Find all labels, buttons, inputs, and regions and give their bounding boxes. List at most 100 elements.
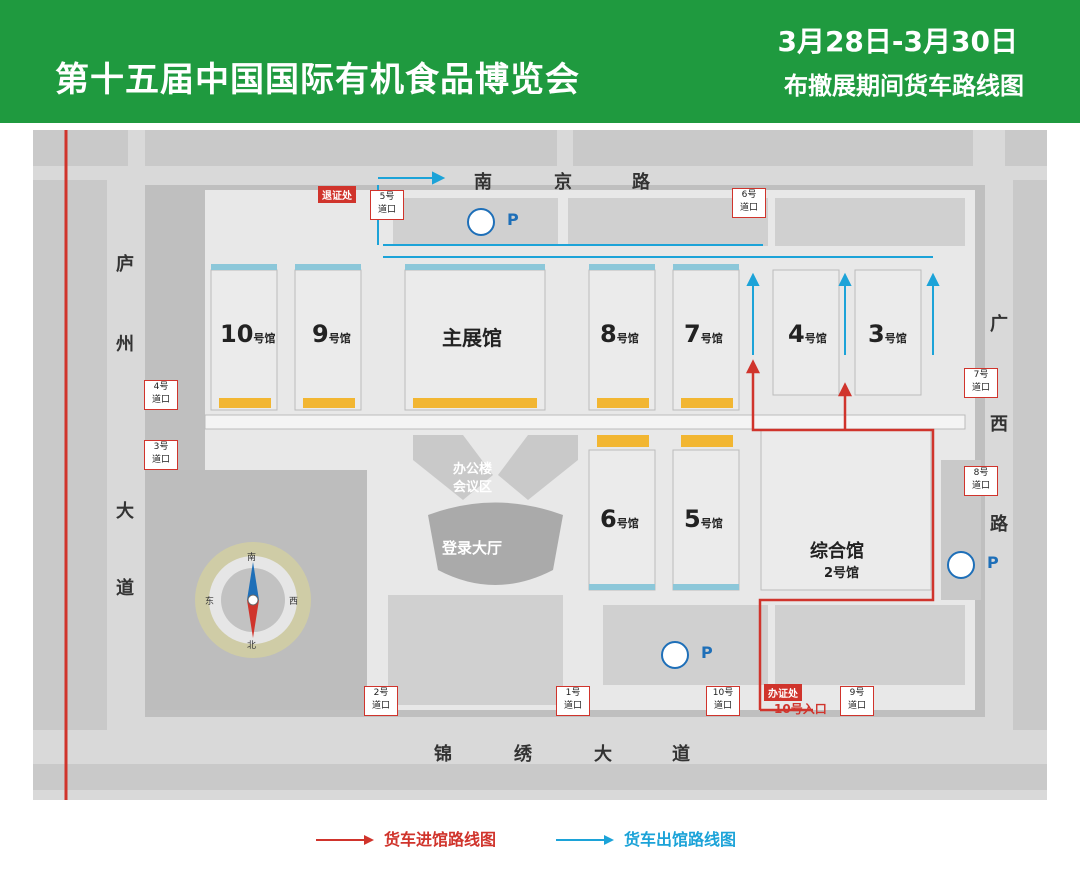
- office-wing-left: [413, 435, 493, 500]
- parking-east: [947, 551, 975, 579]
- booth-strip: [673, 264, 739, 270]
- block-south: [33, 764, 1047, 790]
- gate-6: 6号道口: [732, 188, 766, 218]
- booth-strip: [597, 398, 649, 408]
- street-north-3: 路: [632, 172, 650, 193]
- hall-5: [672, 449, 740, 591]
- parking-east-label: P: [987, 553, 999, 572]
- parking-north-label: P: [507, 210, 519, 229]
- compass-north: 北: [247, 641, 257, 651]
- street-west-1: 庐: [116, 254, 134, 275]
- booth-strip: [413, 398, 537, 408]
- lot-parking-south: [603, 605, 768, 685]
- venue-map: P P P 南 北 东 西: [33, 130, 1047, 800]
- map-subtitle: 布撤展期间货车路线图: [784, 72, 1024, 100]
- street-south-4: 道: [672, 744, 690, 765]
- arrow-head: [746, 272, 760, 286]
- booth-strip: [589, 584, 655, 590]
- block-north-right: [573, 130, 973, 166]
- legend-out-label: 货车出馆路线图: [624, 830, 737, 849]
- street-west-4: 道: [116, 578, 134, 599]
- header-banner: 第十五届中国国际有机食品博览会 3月28日-3月30日 布撤展期间货车路线图: [0, 0, 1080, 123]
- lobby-label: 登录大厅: [442, 539, 503, 557]
- event-date: 3月28日-3月30日: [777, 25, 1018, 58]
- lot-south-east: [775, 605, 965, 685]
- street-south-2: 绣: [514, 744, 532, 765]
- arrow-head: [837, 382, 853, 397]
- hall-6: [588, 449, 656, 591]
- page-title: 第十五届中国国际有机食品博览会: [55, 60, 580, 100]
- gate-5: 5号道口: [370, 190, 404, 220]
- booth-strip: [303, 398, 355, 408]
- gate-2: 2号道口: [364, 686, 398, 716]
- gate-3: 3号道口: [144, 440, 178, 470]
- hall-9-label: 9号馆: [312, 320, 351, 348]
- hall-2: [760, 429, 932, 591]
- street-west-3: 大: [116, 501, 134, 522]
- block-ne: [1005, 130, 1047, 166]
- arrow-head: [745, 359, 761, 374]
- booth-strip: [405, 264, 545, 270]
- street-east-3: 路: [990, 514, 1008, 535]
- lobby-shape: [428, 502, 563, 585]
- block-east: [1013, 180, 1047, 730]
- booth-strip: [589, 264, 655, 270]
- hall-4: [772, 269, 840, 396]
- street-east-1: 广: [990, 314, 1008, 335]
- hall-9: [294, 269, 362, 411]
- hall-2-sub: 2号馆: [824, 566, 860, 581]
- map-graphic: [33, 130, 1047, 800]
- booth-strip: [211, 264, 277, 270]
- south-plaza: [388, 595, 563, 705]
- street-south-3: 大: [594, 744, 612, 765]
- return-office-tag: 退证处: [318, 186, 356, 203]
- parking-south-label: P: [701, 643, 713, 662]
- street-east-2: 西: [990, 414, 1008, 435]
- booth-strip: [295, 264, 361, 270]
- compass-east: 东: [205, 597, 215, 607]
- gate-9: 9号道口: [840, 686, 874, 716]
- office-wing-right: [498, 435, 578, 500]
- office-label-2: 会议区: [453, 480, 493, 495]
- compass-south: 南: [247, 553, 257, 563]
- compass-west: 西: [289, 597, 299, 607]
- block-north-left: [145, 130, 557, 166]
- block-west: [33, 180, 107, 730]
- entrance-10-label: 10号入口: [774, 702, 827, 716]
- entry-route-main: [751, 370, 935, 710]
- booth-strip: [673, 584, 739, 590]
- booth-strip: [219, 398, 271, 408]
- gate-8: 8号道口: [964, 466, 998, 496]
- hall-7-label: 7号馆: [684, 320, 723, 348]
- gate-4: 4号道口: [144, 380, 178, 410]
- arrow-head: [432, 171, 446, 185]
- booth-strip: [597, 435, 649, 447]
- street-north-2: 京: [554, 172, 572, 193]
- office-label-1: 办公楼: [453, 462, 493, 477]
- hall-5-label: 5号馆: [684, 505, 723, 533]
- booth-strip: [681, 398, 733, 408]
- main-corridor: [204, 414, 966, 430]
- street-west-2: 州: [116, 334, 134, 355]
- hall-10-label: 10号馆: [220, 320, 276, 348]
- hall-8-label: 8号馆: [600, 320, 639, 348]
- hall-10: [210, 269, 278, 411]
- hall-6-label: 6号馆: [600, 505, 639, 533]
- permit-office-tag: 办证处: [764, 684, 802, 701]
- parking-north: [467, 208, 495, 236]
- legend-in-arrow: [316, 835, 374, 845]
- legend-out-arrow: [556, 835, 614, 845]
- compass-graphic: [195, 542, 311, 658]
- arrow-head: [838, 272, 852, 286]
- hall-7: [672, 269, 740, 411]
- booth-strip: [681, 435, 733, 447]
- parking-south: [661, 641, 689, 669]
- hall-3: [854, 269, 922, 396]
- street-north-1: 南: [474, 172, 492, 193]
- hall-3-label: 3号馆: [868, 320, 907, 348]
- gate-1: 1号道口: [556, 686, 590, 716]
- hall-8: [588, 269, 656, 411]
- lot-north-3: [775, 198, 965, 246]
- hall-main: [404, 269, 546, 411]
- legend-in-label: 货车进馆路线图: [384, 830, 497, 849]
